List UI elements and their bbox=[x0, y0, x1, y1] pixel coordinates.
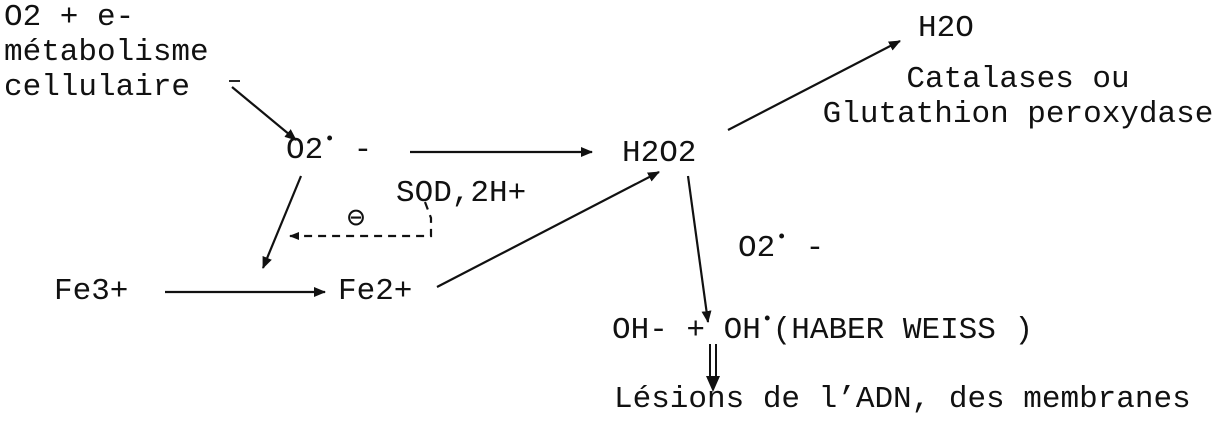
superoxide-charge: - bbox=[335, 133, 373, 168]
sod-label: SOD,2H+ bbox=[396, 176, 527, 211]
arrow-fe2-to-h2o2 bbox=[436, 171, 660, 288]
hydroxyl-products: OH- + OH bbox=[612, 313, 761, 348]
superoxide-2-radical-dot: • bbox=[776, 228, 788, 248]
arrow-h2o2-to-hydroxyl bbox=[686, 175, 712, 323]
fe2-label: Fe2+ bbox=[338, 274, 413, 309]
enzymes-line-1: Catalases ou bbox=[906, 62, 1130, 97]
arrow-superoxide-to-fe3 bbox=[261, 175, 303, 269]
arrow-inhibition-dashed bbox=[289, 201, 433, 240]
superoxide-2-formula: O2 bbox=[738, 231, 776, 266]
fe3-label: Fe3+ bbox=[54, 274, 129, 309]
source-line-1: O2 + e- bbox=[4, 0, 135, 35]
source-line-2: métabolisme bbox=[4, 35, 209, 70]
inhibition-symbol: ⊖ bbox=[347, 203, 366, 237]
h2o-label: H2O bbox=[918, 11, 974, 46]
superoxide-radical-dot: • bbox=[324, 130, 336, 150]
superoxide-formula: O2 bbox=[286, 133, 324, 168]
superoxide-label: O2• - bbox=[286, 130, 373, 171]
hydroxyl-radical-dot: • bbox=[761, 310, 773, 330]
haber-weiss-label: (HABER WEISS ) bbox=[772, 313, 1034, 348]
source-line-3: cellulaire bbox=[4, 70, 191, 105]
superoxide-label-2: O2• - bbox=[738, 228, 825, 269]
enzymes-line-2: Glutathion peroxydase bbox=[822, 97, 1214, 132]
h2o2-label: H2O2 bbox=[622, 136, 697, 171]
double-arrow-head bbox=[706, 376, 720, 392]
arrow-h2o2-to-h2o bbox=[727, 40, 901, 131]
lesions-label: Lésions de l’ADN, des membranes bbox=[614, 382, 1191, 417]
haber-weiss-line: OH- + OH•(HABER WEISS ) bbox=[612, 310, 1034, 351]
arrow-metabolism-to-superoxide bbox=[231, 86, 297, 141]
superoxide-2-charge: - bbox=[787, 231, 825, 266]
